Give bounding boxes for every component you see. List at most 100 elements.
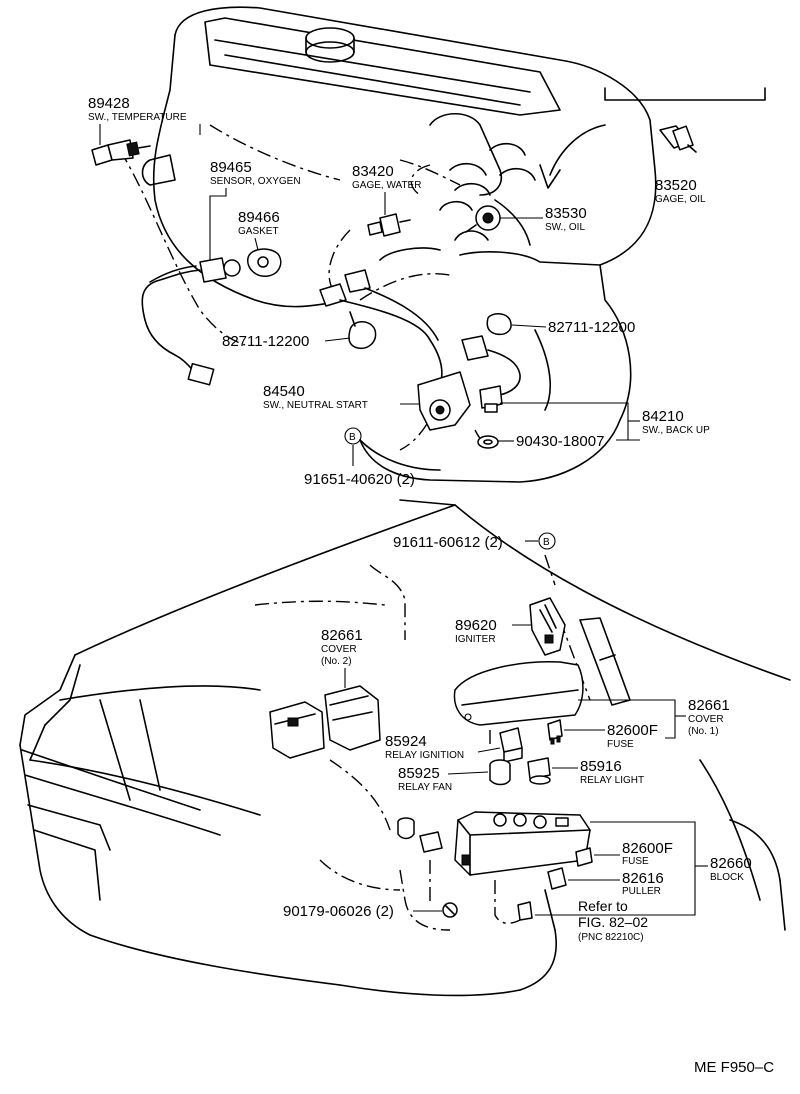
oxygen-sensor [141,257,241,386]
svg-text:RELAY IGNITION: RELAY IGNITION [385,750,464,761]
svg-text:83520: 83520 [655,177,697,194]
svg-text:85925: 85925 [398,765,440,782]
back-up-switch [461,313,521,449]
relay-ignition [499,727,523,763]
svg-text:89465: 89465 [210,159,252,176]
figure-code: ME F950–C [694,1059,774,1076]
label-82660: 82660 BLOCK [535,821,752,916]
relay-block [454,811,591,876]
car-body-outline [19,499,791,997]
water-gauge [367,213,411,237]
label-85924: 85924 RELAY IGNITION [385,733,501,761]
label-refer-fig: Refer to FIG. 82–02 (PNC 82210C) [578,898,648,943]
label-90179: 90179-06026 (2) [283,903,442,920]
label-84540: 84540 SW., NEUTRAL START [263,383,420,411]
relay-cover-no2 [269,685,381,759]
svg-text:89428: 89428 [88,95,130,112]
label-82616: 82616 PULLER [568,870,664,897]
svg-text:FUSE: FUSE [607,739,634,750]
fuse-upper [547,719,563,745]
label-85916: 85916 RELAY LIGHT [552,758,644,786]
gasket [247,248,282,277]
engine-outline [141,6,657,483]
svg-text:SENSOR, OXYGEN: SENSOR, OXYGEN [210,176,301,187]
svg-text:PULLER: PULLER [622,886,661,897]
svg-text:85924: 85924 [385,733,427,750]
svg-text:82600F: 82600F [607,722,658,739]
neutral-start-switch [319,269,471,431]
label-82711-right: 82711-12200 [511,319,635,336]
reference-part [517,901,533,921]
svg-text:82711-12200: 82711-12200 [222,333,309,350]
oil-gauge [659,125,697,153]
svg-text:COVER: COVER [321,644,357,655]
label-82711-left: 82711-12200 [222,333,351,350]
svg-text:BLOCK: BLOCK [710,872,744,883]
label-89620: 89620 IGNITER [455,617,532,645]
svg-text:B: B [349,432,356,443]
label-89466: 89466 GASKET [238,209,280,251]
svg-text:SW., OIL: SW., OIL [545,222,585,233]
svg-text:Refer to: Refer to [578,898,628,914]
oil-switch [465,205,501,233]
relay-cover-no1 [453,661,584,726]
label-91651: 91651-40620 (2) [304,445,415,488]
relay-small-left [397,817,443,853]
label-89428: 89428 SW., TEMPERATURE [88,95,201,145]
svg-text:RELAY FAN: RELAY FAN [398,782,452,793]
label-83520: 83520 GAGE, OIL [655,177,706,205]
svg-text:82600F: 82600F [622,840,673,857]
bolt [442,902,458,918]
svg-text:84540: 84540 [263,383,305,400]
svg-text:90430-18007: 90430-18007 [516,433,604,450]
svg-text:85916: 85916 [580,758,622,775]
label-82600f-upper: 82600F FUSE [564,722,658,750]
marker-b-1: B [344,427,362,445]
svg-text:82660: 82660 [710,855,752,872]
svg-text:(No. 2): (No. 2) [321,656,352,667]
svg-text:FIG. 82–02: FIG. 82–02 [578,914,648,930]
fuse-lower [575,847,593,867]
label-84210: 84210 SW., BACK UP [500,402,710,441]
svg-text:SW., BACK UP: SW., BACK UP [642,425,710,436]
label-83420: 83420 GAGE, WATER [352,163,421,215]
svg-text:91611-60612 (2): 91611-60612 (2) [393,534,503,551]
label-91611: 91611-60612 (2) [393,534,538,551]
relay-fan [489,759,511,786]
svg-text:89620: 89620 [455,617,497,634]
svg-text:83420: 83420 [352,163,394,180]
label-82661-no2: 82661 COVER (No. 2) [321,627,363,688]
relay-light [527,757,551,785]
svg-text:GAGE, OIL: GAGE, OIL [655,194,706,205]
svg-text:RELAY LIGHT: RELAY LIGHT [580,775,644,786]
svg-text:IGNITER: IGNITER [455,634,496,645]
svg-text:83530: 83530 [545,205,587,222]
svg-text:91651-40620 (2): 91651-40620 (2) [304,471,415,488]
igniter [529,597,566,656]
fuse-puller [547,867,567,890]
clamp-left [348,311,377,350]
label-89465: 89465 SENSOR, OXYGEN [209,159,301,260]
label-82661-no1: 82661 COVER (No. 1) [578,697,730,739]
temperature-switch [91,139,151,166]
svg-text:82661: 82661 [688,697,730,714]
svg-text:(No. 1): (No. 1) [688,726,719,737]
label-90430: 90430-18007 [498,433,604,450]
svg-text:90179-06026 (2): 90179-06026 (2) [283,903,394,920]
label-83530: 83530 SW., OIL [500,205,587,233]
svg-text:84210: 84210 [642,408,684,425]
svg-text:COVER: COVER [688,714,724,725]
label-85925: 85925 RELAY FAN [398,765,489,793]
svg-text:SW., TEMPERATURE: SW., TEMPERATURE [88,112,187,123]
svg-text:89466: 89466 [238,209,280,226]
svg-text:82711-12200: 82711-12200 [548,319,635,336]
svg-text:(PNC 82210C): (PNC 82210C) [578,932,644,943]
svg-text:SW., NEUTRAL START: SW., NEUTRAL START [263,400,368,411]
marker-b-2: B [538,532,556,550]
svg-text:GASKET: GASKET [238,226,279,237]
label-82600f-lower: 82600F FUSE [594,840,673,867]
svg-text:GAGE, WATER: GAGE, WATER [352,180,421,191]
svg-text:82661: 82661 [321,627,363,644]
svg-text:FUSE: FUSE [622,856,649,867]
